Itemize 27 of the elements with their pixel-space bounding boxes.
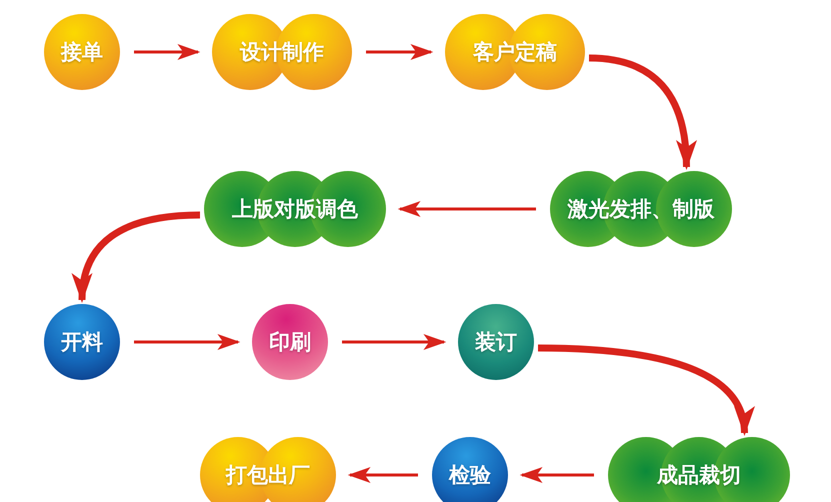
process-circle <box>550 171 732 247</box>
arrow <box>366 44 434 60</box>
arrow <box>348 467 418 483</box>
arrow <box>588 54 696 170</box>
process-circle <box>445 14 585 90</box>
arrow <box>134 44 200 60</box>
arrow <box>342 334 446 350</box>
step-label: 装订 <box>475 329 517 356</box>
arrow <box>398 201 536 217</box>
step-label: 接单 <box>61 39 103 66</box>
process-circle <box>608 437 790 502</box>
arrow <box>520 467 594 483</box>
step-label: 印刷 <box>269 329 311 356</box>
arrow <box>134 334 240 350</box>
step-label: 激光发排、制版 <box>568 196 714 223</box>
step-label: 客户定稿 <box>473 39 557 66</box>
step-label: 上版对版调色 <box>232 196 358 223</box>
process-circle <box>204 171 386 247</box>
arrow <box>538 344 752 436</box>
arrow <box>73 212 200 303</box>
step-label: 检验 <box>449 462 491 489</box>
process-circle <box>200 437 336 502</box>
step-label: 设计制作 <box>240 39 324 66</box>
step-label: 开料 <box>61 329 103 356</box>
step-label: 成品裁切 <box>657 462 741 489</box>
step-label: 打包出厂 <box>226 462 310 489</box>
process-circle <box>212 14 352 90</box>
